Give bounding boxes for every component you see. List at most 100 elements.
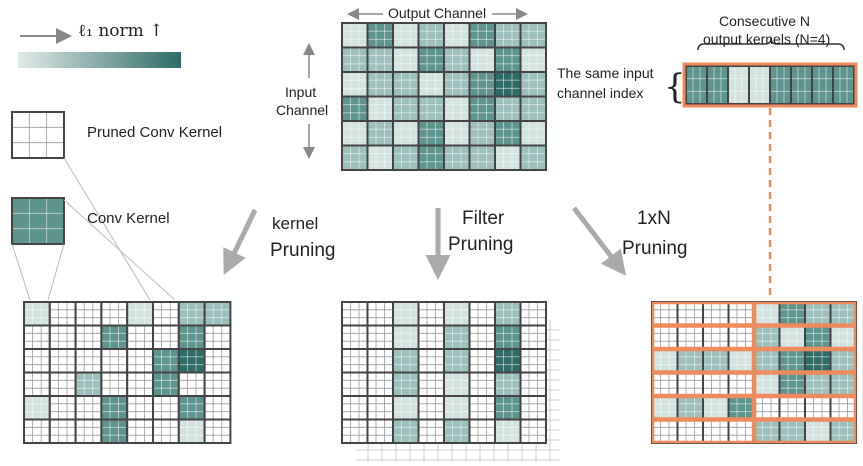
onexn-pruned-matrix-cell [778,418,806,444]
top-matrix-cell [443,71,471,98]
filter-pruned-matrix-cell [341,301,369,327]
kernel-pruned-matrix-cell [126,395,154,421]
top-matrix-cell [468,144,496,171]
top-matrix-cell [494,22,522,49]
top-matrix-cell [417,144,445,171]
top-matrix-cell [341,95,369,122]
filter-pruned-matrix-cell [392,418,420,444]
filter-pruned-matrix-cell [341,418,369,444]
onexn-pruned-matrix-cell [702,395,730,421]
top-matrix-cell [494,95,522,122]
onexn-block-outline [753,301,857,326]
filter-pruned-matrix-cell [494,418,522,444]
filter-pruned-matrix-cell [417,418,445,444]
kernel-pruned-matrix-cell [100,324,129,350]
onexn-pruned-matrix-cell [651,301,679,327]
onexn-pruned-matrix-cell [804,348,832,374]
top-matrix-cell [366,120,394,147]
conv-kernel-label: Conv Kernel [87,210,170,227]
onexn-pruned-matrix-cell [651,395,679,421]
filter-pruned-matrix-cell [341,395,369,421]
top-matrix-cell [468,22,496,49]
filter-pruned-matrix-cell [443,418,471,444]
top-matrix-cell [366,95,394,122]
kernel-pruned-matrix-cell [74,324,103,350]
top-matrix-cell [494,120,522,147]
kernel-pruned-matrix-cell [23,301,51,327]
onexn-pruning-label-line2: Pruning [622,238,688,259]
onexn-block-outline [651,348,755,373]
top-matrix-cell [417,120,445,147]
kernel-pruning-label-line1: kernel [272,214,319,233]
kernel-pruned-matrix-cell [100,301,129,327]
top-matrix-cell [519,46,547,73]
kernel-pruned-matrix-cell [203,371,232,397]
onexn-pruned-matrix-cell [702,301,730,327]
l1-norm-label: ℓ₁ norm ↑ [78,21,164,41]
inset-side-line2: channel index [557,85,644,101]
kernel-pruned-matrix-cell [48,418,77,444]
filter-pruned-matrix-cell [519,348,547,374]
onexn-pruned-matrix-cell [778,301,806,327]
onexn-pruned-matrix-cell [829,395,857,421]
filter-pruned-matrix-cell [468,301,496,327]
top-matrix-cell [341,22,369,49]
kernel-pruned-matrix-cell [177,395,206,421]
onexn-block-outline [753,419,857,444]
kernel-pruned-matrix-cell [48,348,77,374]
onexn-block-outline [651,419,755,444]
filter-pruned-matrix-cell [443,324,471,350]
onexn-pruned-matrix-cell [727,395,755,421]
l1-norm-gradient-bar [18,52,181,68]
top-matrix-cell [519,95,547,122]
top-matrix-cell [443,22,471,49]
kernel-pruned-matrix-cell [126,301,154,327]
kernel-pruned-matrix-cell [177,348,206,374]
onexn-pruned-matrix-cell [829,371,857,397]
top-matrix-cell [417,95,445,122]
onexn-pruned-matrix-cell [651,348,679,374]
filter-pruned-matrix-cell [417,395,445,421]
projection-line [47,243,65,301]
inset-kernel-cell [748,65,771,105]
filter-pruned-matrix-cell [494,395,522,421]
top-matrix-cell [443,95,471,122]
top-matrix-cell [519,144,547,171]
onexn-pruned-matrix-cell [753,395,781,421]
top-matrix-cell [519,71,547,98]
top-matrix-cell [417,46,445,73]
onexn-pruned-matrix-cell [702,371,730,397]
onexn-pruned-matrix-cell [804,301,832,327]
onexn-pruned-matrix-cell [778,395,806,421]
inset-kernel-cell [769,65,792,105]
filter-pruned-matrix-cell [341,371,369,397]
onexn-pruned-matrix-cell [804,418,832,444]
onexn-pruning-arrow [572,206,627,276]
kernel-pruned-matrix-cell [152,348,180,374]
kernel-pruned-matrix-cell [126,324,154,350]
filter-pruned-matrix-cell [417,348,445,374]
filter-pruned-matrix-cell [468,395,496,421]
input-channel-label-line2: Channel [276,102,329,118]
top-matrix-cell [392,71,420,98]
kernel-pruned-matrix-cell [152,301,180,327]
onexn-block-outline [651,325,755,350]
filter-pruned-matrix-cell [366,395,394,421]
kernel-pruned-matrix-cell [23,324,51,350]
inset-kernel-cell [832,65,855,105]
filter-pruned-matrix-cell [519,301,547,327]
top-matrix-cell [417,22,445,49]
kernel-pruned-matrix-cell [152,371,180,397]
filter-pruned-matrix-cell [494,324,522,350]
onexn-block-outline [651,301,755,326]
onexn-pruned-matrix-cell [829,348,857,374]
kernel-pruned-matrix-cell [48,395,77,421]
kernel-pruned-matrix-cell [48,324,77,350]
filter-pruned-matrix-cell [366,301,394,327]
kernel-pruned-matrix-cell [177,301,206,327]
inset-title-line2: output kernels (N=4) [703,31,831,47]
top-matrix-cell [341,71,369,98]
onexn-pruned-matrix-cell [676,348,704,374]
onexn-pruned-matrix-cell [702,348,730,374]
